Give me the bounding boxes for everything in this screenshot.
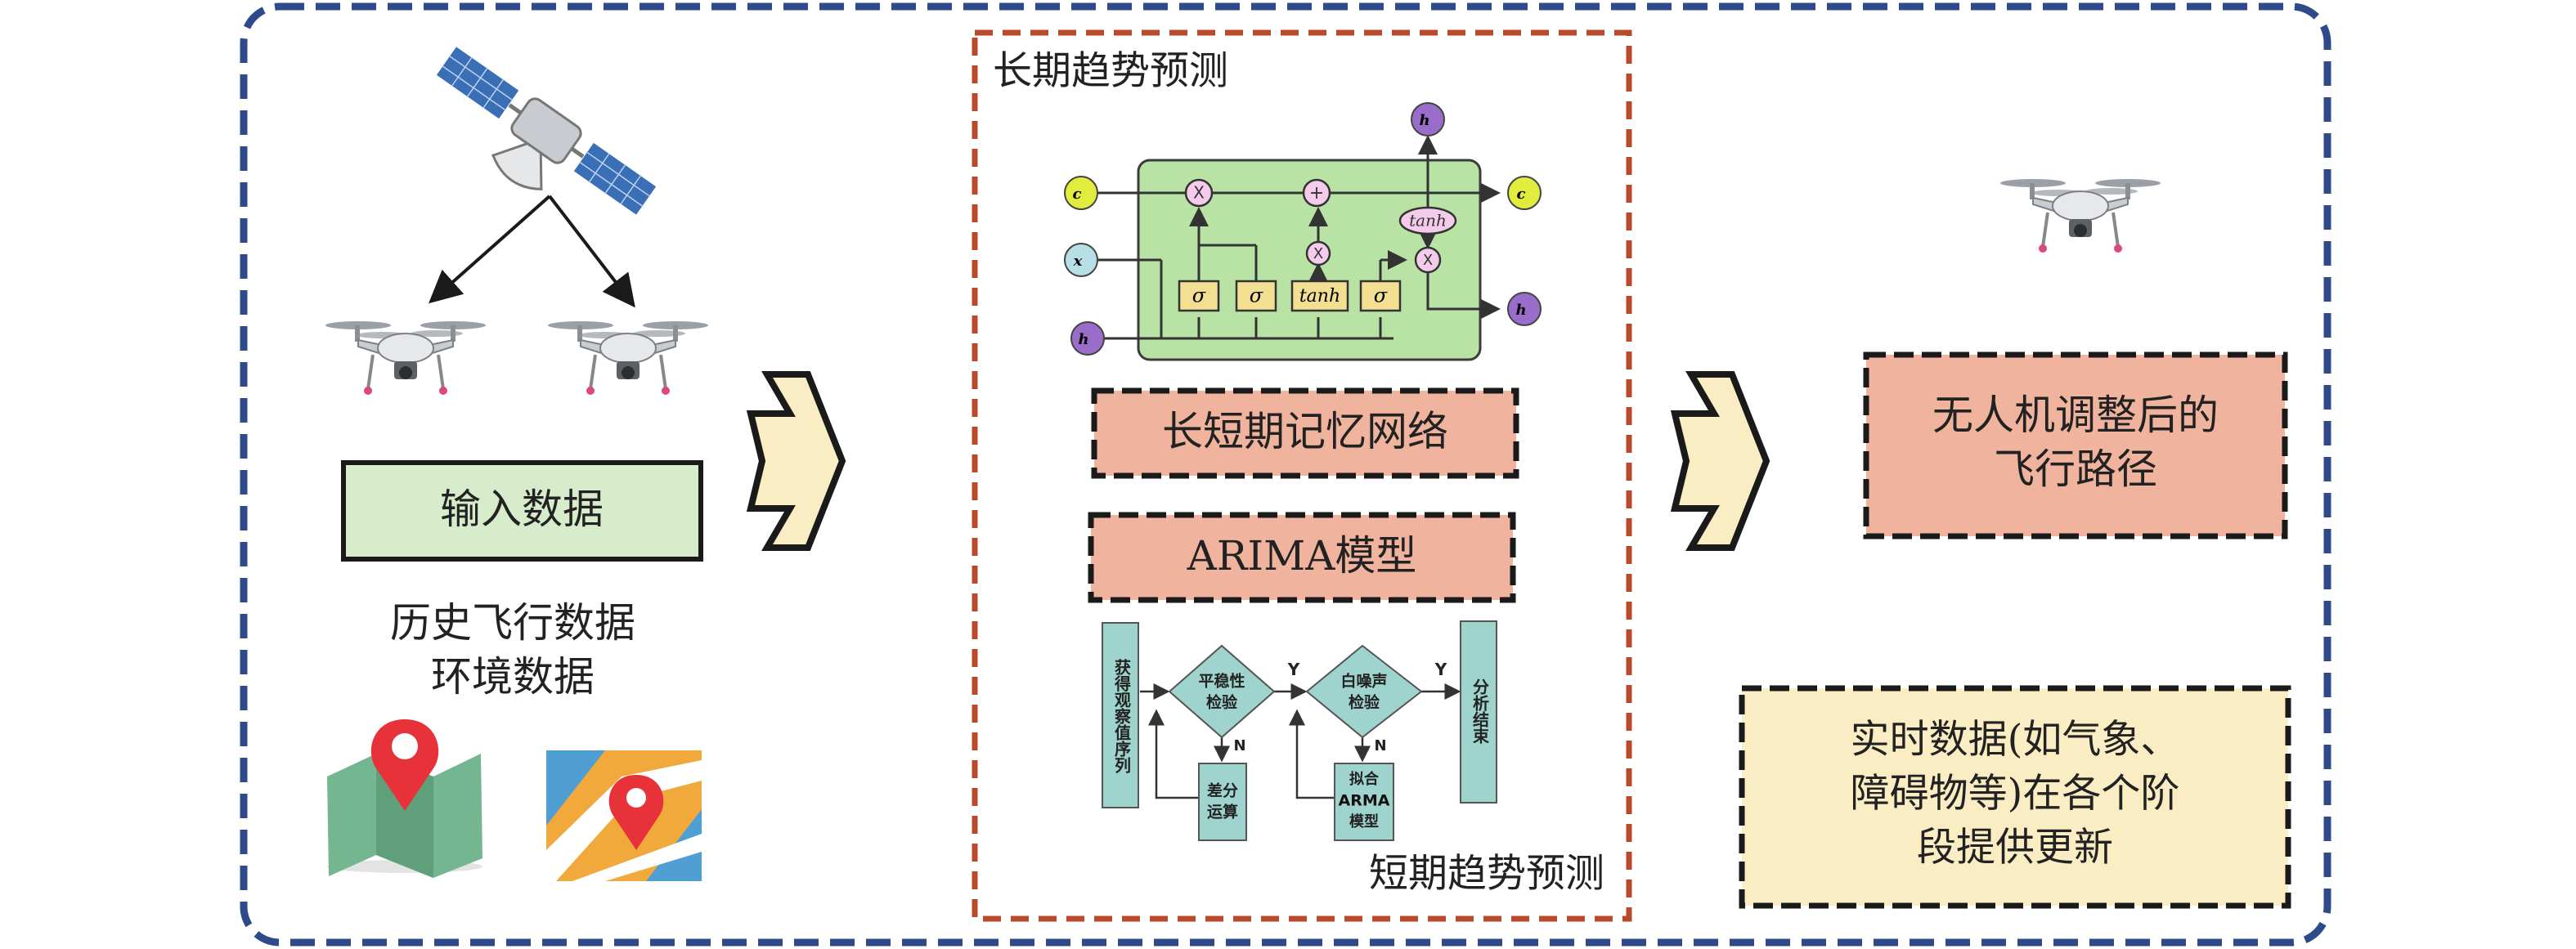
arima-flowchart: 获得观察值序列 平稳性 检验 白噪声 检验 差分 运算 拟合 ARMA 模型 分… xyxy=(1102,620,1497,841)
outer-frame xyxy=(240,2,2331,947)
flow-start-label: 获得观察值序列 xyxy=(1112,658,1132,774)
lstm-forget-multiply xyxy=(1184,178,1214,208)
prediction-frame xyxy=(972,29,1632,922)
lstm-gate-forget xyxy=(1178,280,1220,312)
gate-label: σ xyxy=(1250,284,1263,307)
flow-fit-label: 模型 xyxy=(1349,812,1379,830)
node-label: h xyxy=(1419,112,1429,129)
lstm-gate-candidate xyxy=(1290,280,1349,312)
flow-arrow xyxy=(429,195,551,304)
op-multiply-label: X xyxy=(1193,183,1205,203)
gate-label: σ xyxy=(1192,284,1206,307)
right-flow-arrow xyxy=(1675,374,1766,548)
flow-end-label: 分析结束 xyxy=(1470,678,1490,745)
realtime-update-line2: 障碍物等)在各个阶 xyxy=(1851,771,2180,817)
lstm-input-multiply xyxy=(1305,240,1331,266)
lstm-gate-output xyxy=(1359,280,1402,312)
lstm-gate-input xyxy=(1235,280,1277,312)
adjusted-path-line2: 飞行路径 xyxy=(1994,445,2157,493)
lstm-input-h-node xyxy=(1070,321,1105,356)
lstm-output-c-node xyxy=(1507,176,1542,210)
flow-whitenoise-check xyxy=(1305,644,1423,739)
flow-fit-label: ARMA xyxy=(1339,792,1390,810)
source-environment-label: 环境数据 xyxy=(431,653,595,701)
flow-check-label: 检验 xyxy=(1349,693,1380,712)
flow-check-label: 白噪声 xyxy=(1340,672,1387,691)
adjusted-path-box xyxy=(1863,351,2288,539)
node-label: h xyxy=(1515,302,1526,319)
right-section: 无人机调整后的 飞行路径 实时数据(如气象、 障碍物等)在各个阶 段提供更新 xyxy=(1739,177,2291,909)
flow-check-label: 平稳性 xyxy=(1198,672,1245,691)
flow-no-label: N xyxy=(1374,737,1386,754)
adjusted-path-line1: 无人机调整后的 xyxy=(1932,392,2219,439)
flow-end-node xyxy=(1460,620,1497,804)
lstm-add xyxy=(1302,178,1331,208)
lstm-cell-diagram: X + X X tanh σ σ tanh σ xyxy=(1064,102,1542,361)
middle-section: 长期趋势预测 xyxy=(972,29,1632,922)
op-add-label: + xyxy=(1309,183,1324,204)
realtime-update-line3: 段提供更新 xyxy=(1917,825,2113,871)
lstm-output-h-node xyxy=(1507,292,1542,326)
lstm-output-h-top-node xyxy=(1411,102,1445,137)
node-label: c xyxy=(1517,186,1526,203)
map-location-icon xyxy=(546,750,702,881)
satellite-icon xyxy=(434,44,658,217)
flow-diff-label: 运算 xyxy=(1207,803,1238,821)
left-section: 输入数据 历史飞行数据 环境数据 xyxy=(324,44,710,881)
node-label: x xyxy=(1073,253,1083,270)
source-history-label: 历史飞行数据 xyxy=(390,599,635,647)
long-term-title: 长期趋势预测 xyxy=(993,48,1228,94)
flow-stationarity-check xyxy=(1168,644,1276,739)
op-multiply-label: X xyxy=(1423,252,1433,269)
gate-label: tanh xyxy=(1299,286,1340,307)
node-label: c xyxy=(1073,186,1082,203)
lstm-input-x-node xyxy=(1064,243,1098,277)
lstm-input-c-node xyxy=(1064,176,1098,210)
flow-diff-label: 差分 xyxy=(1207,781,1238,800)
realtime-update-line1: 实时数据(如气象、 xyxy=(1851,717,2180,763)
realtime-update-box xyxy=(1739,685,2291,909)
drone-icon xyxy=(1999,177,2162,254)
short-term-title: 短期趋势预测 xyxy=(1369,851,1604,897)
flow-no-label: N xyxy=(1233,737,1245,754)
op-multiply-label: X xyxy=(1313,245,1323,262)
map-pin-icon xyxy=(327,719,482,878)
lstm-tanh-op xyxy=(1398,206,1457,235)
drone-icon xyxy=(324,320,487,396)
lstm-output-multiply xyxy=(1414,246,1442,274)
flow-fit-node xyxy=(1334,763,1394,841)
op-tanh-label: tanh xyxy=(1409,211,1447,231)
gate-label: σ xyxy=(1374,284,1388,307)
flow-check-label: 检验 xyxy=(1206,693,1238,712)
drone-icon xyxy=(546,320,710,396)
left-flow-arrow xyxy=(751,374,842,548)
input-data-box xyxy=(341,460,703,562)
arima-label: ARIMA模型 xyxy=(1187,532,1417,580)
arima-label-box xyxy=(1088,512,1516,603)
input-data-label: 输入数据 xyxy=(440,486,604,533)
flow-yes-label: Y xyxy=(1434,660,1447,679)
flow-start-node xyxy=(1102,622,1139,808)
flow-arrow xyxy=(548,195,635,308)
lstm-label: 长短期记忆网络 xyxy=(1162,408,1448,455)
flow-yes-label: Y xyxy=(1287,660,1300,679)
node-label: h xyxy=(1078,331,1088,348)
flow-fit-label: 拟合 xyxy=(1349,770,1380,788)
lstm-label-box xyxy=(1091,387,1519,479)
flow-difference-node xyxy=(1198,763,1247,841)
